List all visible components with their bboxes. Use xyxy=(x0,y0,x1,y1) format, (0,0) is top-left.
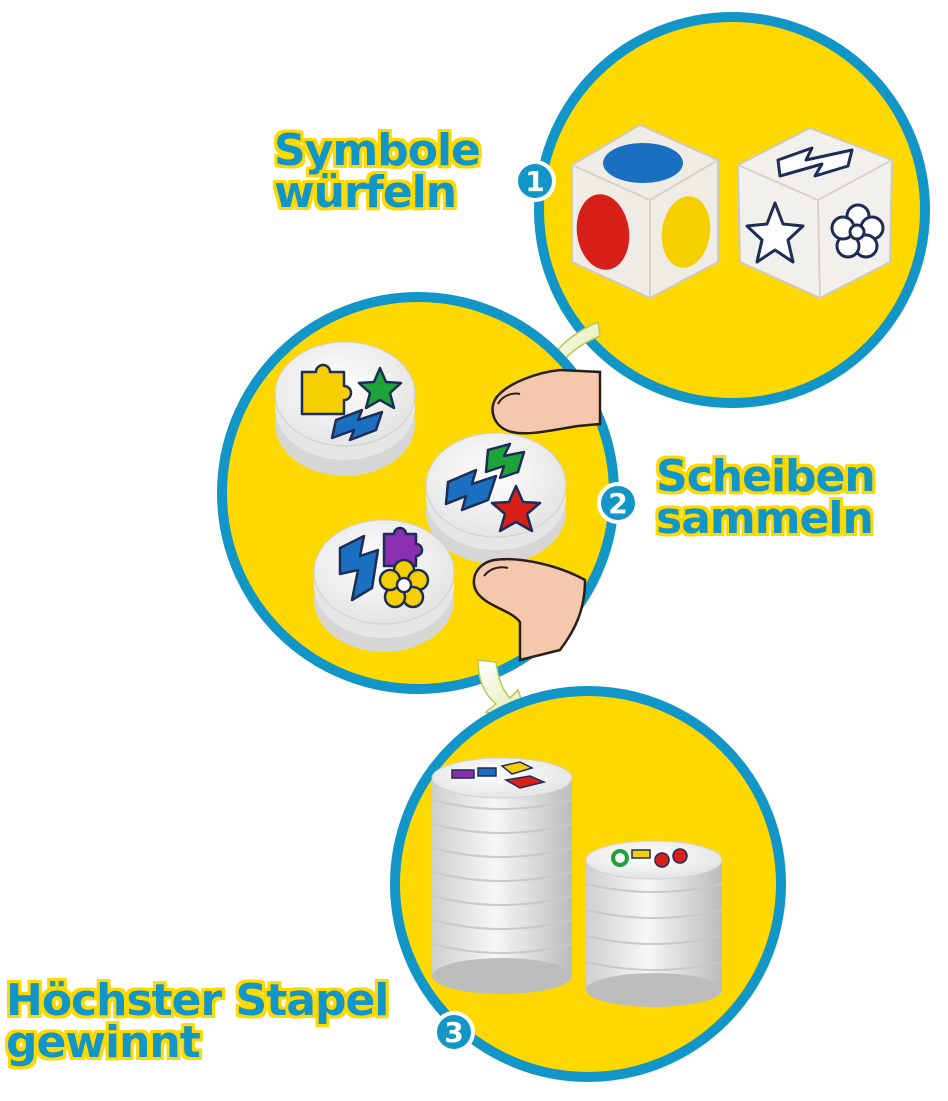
step-1-label: Symbole würfeln xyxy=(274,125,481,218)
step-1-line-2: würfeln xyxy=(274,166,457,218)
step-3-line-2: gewinnt xyxy=(6,1016,201,1068)
step-3-circle xyxy=(390,686,786,1082)
disc-lightning-puzzle-flower xyxy=(313,519,455,652)
lightning-icon xyxy=(330,408,384,442)
lightning-icon xyxy=(444,468,498,512)
flower-icon xyxy=(378,558,430,609)
step-1-line-1: Symbole xyxy=(274,125,481,176)
lightning-icon xyxy=(484,442,526,480)
step-2-line-2: sammeln xyxy=(656,492,874,544)
step-2-label: Scheiben sammeln xyxy=(656,451,876,544)
step-2-circle xyxy=(217,292,619,694)
star-icon xyxy=(490,484,542,533)
step-2-number-badge: 2 xyxy=(597,482,639,524)
step-3-label: Höchster Stapel gewinnt xyxy=(6,975,389,1068)
puzzle-icon xyxy=(382,526,424,568)
disc-puzzle-star-lightning xyxy=(274,341,416,476)
step-2-line-1: Scheiben xyxy=(656,451,876,502)
disc-stack-icon xyxy=(585,840,723,1007)
finger-icon xyxy=(472,557,587,662)
disc-lightning-star xyxy=(425,432,567,564)
finger-icon xyxy=(491,368,602,435)
step-1-number-badge: 1 xyxy=(514,160,556,202)
step-1-circle xyxy=(534,12,930,408)
lightning-icon xyxy=(338,534,380,602)
step-3-line-1: Höchster Stapel xyxy=(6,975,389,1026)
disc-stack-icon xyxy=(431,757,573,994)
star-icon xyxy=(357,366,403,410)
symbol-die-icon xyxy=(736,126,894,300)
step-3-number-badge: 3 xyxy=(433,1011,475,1053)
puzzle-icon xyxy=(300,363,353,416)
color-die-icon xyxy=(571,123,719,300)
